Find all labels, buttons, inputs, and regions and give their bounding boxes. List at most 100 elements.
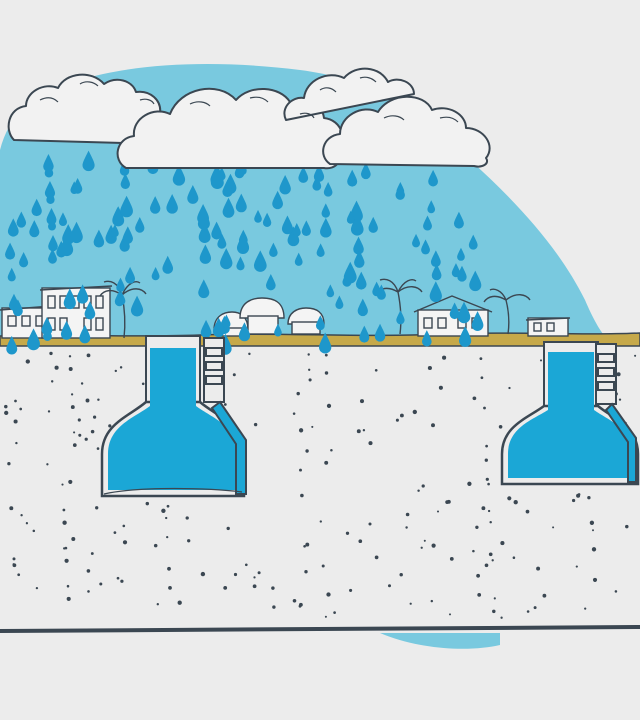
soil-dot — [311, 425, 314, 428]
raindrop-icon — [312, 175, 322, 191]
soil-dot — [484, 563, 489, 568]
soil-dot — [395, 418, 399, 422]
soil-dot — [200, 571, 206, 577]
raindrop-icon — [46, 189, 55, 204]
soil-dot — [46, 463, 49, 466]
soil-dot — [35, 586, 39, 590]
soil-dot — [223, 586, 228, 590]
soil-dot — [25, 522, 29, 525]
soil-dot — [47, 410, 51, 413]
soil-dot — [324, 460, 329, 465]
raindrop-icon — [120, 195, 133, 218]
soil-dot — [492, 609, 496, 614]
soil-dot — [13, 419, 18, 424]
soil-dot — [97, 398, 100, 401]
raindrop-icon — [292, 223, 301, 237]
raindrop-icon — [347, 169, 358, 187]
raindrop-icon — [135, 217, 145, 233]
raindrop-icon — [105, 224, 117, 244]
raindrop-icon — [457, 265, 467, 282]
raindrop-icon — [76, 284, 89, 304]
raindrop-icon — [84, 301, 96, 320]
raindrop-icon — [423, 215, 432, 231]
raindrop-icon — [301, 220, 311, 236]
soil-dot — [356, 429, 361, 434]
soil-dot — [500, 541, 505, 546]
raindrop-icon — [272, 190, 283, 210]
soil-dot — [120, 579, 124, 583]
raindrop-icon — [262, 212, 272, 227]
soil-dot — [359, 399, 365, 404]
soil-dot — [223, 403, 227, 406]
underground-cistern-icon — [100, 335, 247, 498]
raindrop-icon — [222, 179, 233, 198]
soil-dot — [431, 543, 436, 548]
soil-dot — [299, 468, 302, 472]
soil-dot — [333, 611, 336, 614]
raindrop-icon — [316, 243, 325, 257]
soil-dot — [525, 509, 530, 514]
soil-dot — [319, 520, 322, 523]
soil-dot — [66, 584, 70, 588]
soil-dot — [167, 566, 171, 571]
soil-dot — [298, 428, 304, 433]
raindrop-icon — [343, 261, 357, 284]
soil-dot — [84, 437, 88, 441]
soil-dot — [12, 557, 16, 561]
soil-dot — [4, 404, 8, 409]
soil-dot — [481, 506, 486, 511]
soil-dot — [165, 516, 168, 520]
raindrop-icon — [63, 288, 76, 310]
raindrop-icon — [353, 236, 364, 255]
soil-dot — [485, 477, 489, 481]
soil-dot — [399, 413, 404, 418]
soil-dot — [122, 524, 126, 528]
raindrop-icon — [238, 322, 251, 342]
soil-dot — [7, 462, 11, 466]
raindrop-icon — [326, 284, 335, 298]
soil-dot — [575, 565, 578, 568]
soil-dot — [321, 564, 325, 568]
soil-dot — [232, 373, 236, 377]
soil-dot — [62, 520, 67, 525]
soil-dot — [448, 613, 452, 616]
raindrop-icon — [422, 330, 432, 347]
soil-dot — [485, 444, 488, 448]
raindrop-icon — [335, 295, 344, 310]
soil-dot — [493, 597, 496, 600]
soil-dot — [571, 498, 576, 503]
soil-dot — [233, 572, 238, 577]
soil-dot — [513, 500, 518, 505]
soil-dot — [50, 380, 54, 383]
raindrop-icon — [279, 175, 291, 195]
soil-dot — [552, 526, 555, 529]
raindrop-icon — [236, 256, 245, 271]
soil-dot — [592, 529, 594, 532]
raindrop-icon — [120, 173, 130, 189]
soil-dot — [487, 482, 490, 486]
raindrop-icon — [43, 325, 52, 341]
raindrop-icon — [70, 221, 83, 244]
raindrop-icon — [46, 207, 57, 225]
soil-dot — [141, 382, 145, 386]
soil-dot — [187, 539, 191, 543]
soil-dot — [591, 547, 597, 552]
soil-dot — [177, 600, 182, 605]
soil-dot — [72, 443, 77, 447]
soil-dot — [349, 588, 353, 592]
raindrop-icon — [355, 271, 367, 290]
rain-cloud-icon — [283, 67, 415, 121]
soil-dot — [498, 425, 503, 429]
soil-dot — [358, 539, 363, 544]
raindrop-icon — [374, 323, 386, 342]
raindrop-icon — [29, 220, 40, 238]
raindrop-icon — [82, 150, 95, 172]
soil-dot — [399, 572, 403, 577]
soil-dot — [472, 549, 475, 553]
raindrop-icon — [222, 314, 231, 329]
soil-dot — [92, 415, 97, 419]
soil-dot — [15, 441, 18, 445]
raindrop-icon — [471, 275, 480, 290]
soil-dot — [405, 526, 408, 529]
soil-dot — [68, 367, 73, 371]
